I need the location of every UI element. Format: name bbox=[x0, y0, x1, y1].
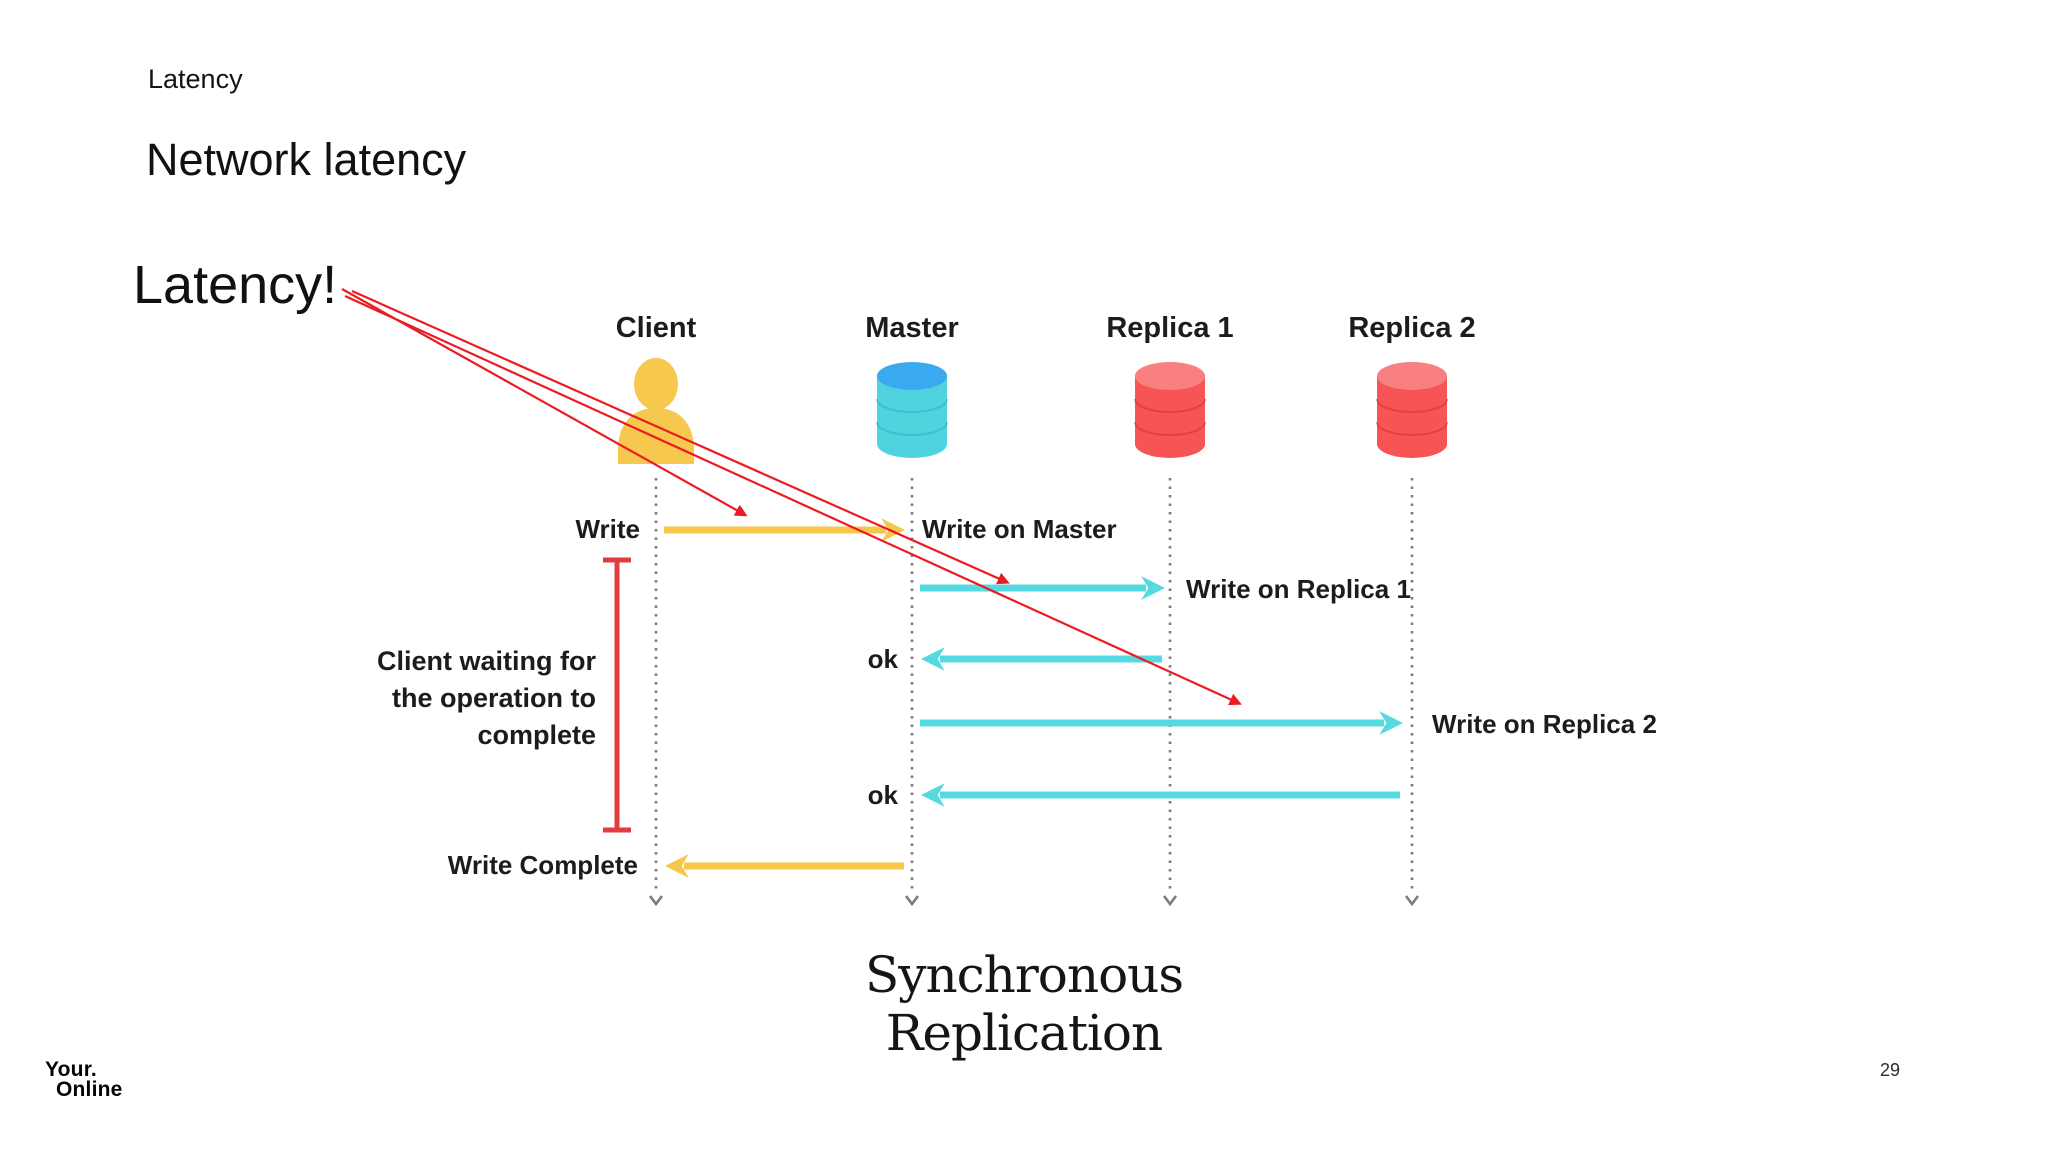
waiting-note: Client waiting for the operation to comp… bbox=[336, 643, 596, 754]
page-title: Network latency bbox=[146, 134, 467, 185]
lifelines bbox=[648, 478, 1420, 907]
message-label-write-on-replica1: Write on Replica 1 bbox=[1186, 574, 1411, 604]
slide-eyebrow: Latency bbox=[148, 64, 243, 94]
replica1-database-icon bbox=[1134, 362, 1206, 458]
actor-label-replica2: Replica 2 bbox=[1348, 312, 1476, 344]
actor-label-client: Client bbox=[615, 312, 697, 344]
waiting-note-line: the operation to bbox=[392, 683, 596, 713]
latency-pointer-1 bbox=[341, 288, 748, 517]
master-database-icon bbox=[876, 362, 948, 458]
master-lifeline bbox=[904, 478, 920, 907]
actor-label-master: Master bbox=[865, 312, 959, 344]
waiting-note-line: Client waiting for bbox=[377, 646, 596, 676]
waiting-bracket bbox=[603, 557, 631, 833]
diagram-title: Synchronous Replication bbox=[864, 946, 1184, 1062]
message-label-write-on-replica2: Write on Replica 2 bbox=[1432, 709, 1657, 739]
page-number: 29 bbox=[1879, 1060, 1901, 1080]
latency-pointer-3 bbox=[344, 294, 1242, 706]
message-label-ok-1: ok bbox=[867, 644, 898, 674]
logo-line-1: Your. bbox=[45, 1058, 97, 1081]
replica2-lifeline bbox=[1404, 478, 1420, 907]
message-label-write-complete: Write Complete bbox=[447, 850, 638, 880]
client-lifeline bbox=[648, 478, 664, 907]
latency-annotation: Latency! bbox=[133, 255, 338, 315]
message-label-ok-2: ok bbox=[867, 780, 898, 810]
waiting-note-line: complete bbox=[477, 720, 596, 750]
logo: Your. Online bbox=[45, 1058, 123, 1101]
user-icon bbox=[618, 358, 694, 464]
logo-line-2: Online bbox=[56, 1078, 123, 1101]
message-label-write: Write bbox=[575, 514, 640, 544]
latency-pointer-2 bbox=[351, 289, 1010, 585]
actor-label-replica1: Replica 1 bbox=[1106, 312, 1234, 344]
replica1-lifeline bbox=[1162, 478, 1178, 907]
message-label-write-on-master: Write on Master bbox=[922, 514, 1117, 544]
replica2-database-icon bbox=[1376, 362, 1448, 458]
